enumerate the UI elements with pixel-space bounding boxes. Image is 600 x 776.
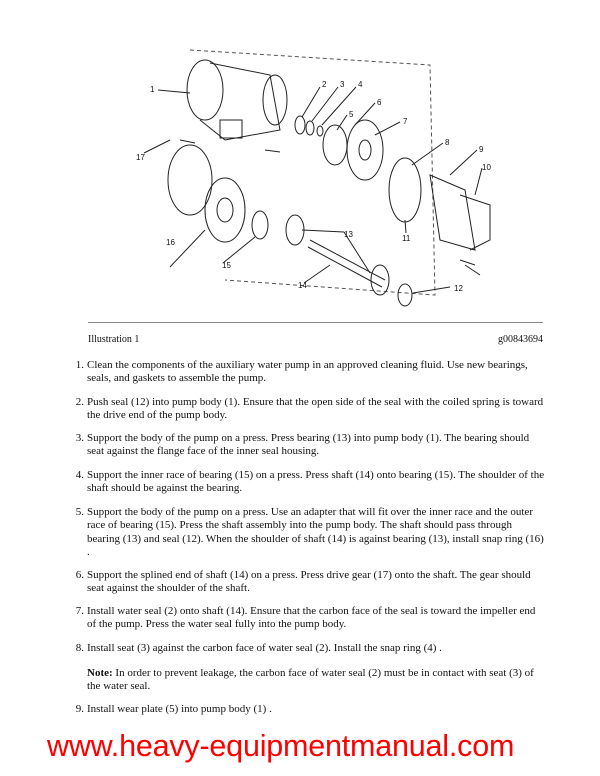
step-text: Push seal (12) into pump body (1). Ensur… (87, 396, 544, 422)
callout-13: 13 (344, 230, 353, 239)
step-number: 4. (75, 469, 84, 481)
callout-8: 8 (445, 138, 450, 147)
callout-14: 14 (298, 281, 307, 290)
exploded-pump-diagram: 1 2 3 4 5 6 7 8 9 10 11 12 13 14 15 16 1… (136, 49, 491, 307)
step-number: 7. (75, 605, 84, 617)
step-text: Clean the components of the auxiliary wa… (87, 359, 528, 385)
callout-9: 9 (479, 145, 484, 154)
step-text: Install water seal (2) onto shaft (14). … (87, 605, 536, 631)
callout-6: 6 (377, 98, 382, 107)
watermark: www.heavy-equipmentmanual.com (47, 729, 515, 763)
step-number: 1. (75, 359, 84, 371)
callout-2: 2 (322, 80, 327, 89)
step-text: Support the inner race of bearing (15) o… (87, 469, 545, 495)
callout-4: 4 (358, 80, 363, 89)
step-number: 9. (75, 703, 84, 715)
callout-10: 10 (482, 163, 491, 172)
step-number: 3. (75, 432, 84, 444)
note-text: Note: In order to prevent leakage, the c… (87, 667, 547, 694)
note-body: In order to prevent leakage, the carbon … (87, 667, 534, 693)
step-text: Support the body of the pump on a press.… (87, 506, 544, 559)
callout-12: 12 (454, 284, 463, 293)
step-text: Install seat (3) against the carbon face… (87, 642, 442, 654)
step-number: 6. (75, 569, 84, 581)
divider (88, 322, 543, 323)
step-text: Support the body of the pump on a press.… (87, 432, 530, 458)
callout-11: 11 (402, 234, 411, 243)
callout-17: 17 (136, 153, 145, 162)
note-label: Note: (87, 667, 113, 679)
callout-7: 7 (403, 117, 408, 126)
callout-5: 5 (349, 110, 354, 119)
callout-15: 15 (222, 261, 231, 270)
step-number: 5. (75, 506, 84, 518)
step-number: 2. (75, 396, 84, 408)
callout-16: 16 (166, 238, 175, 247)
step-number: 8. (75, 642, 84, 654)
step-text: Support the splined end of shaft (14) on… (87, 569, 531, 595)
callout-1: 1 (150, 85, 155, 94)
callout-3: 3 (340, 80, 345, 89)
illustration-id: g00843694 (498, 334, 543, 345)
illustration-caption: Illustration 1 (88, 334, 140, 345)
step-text: Install wear plate (5) into pump body (1… (87, 703, 272, 715)
